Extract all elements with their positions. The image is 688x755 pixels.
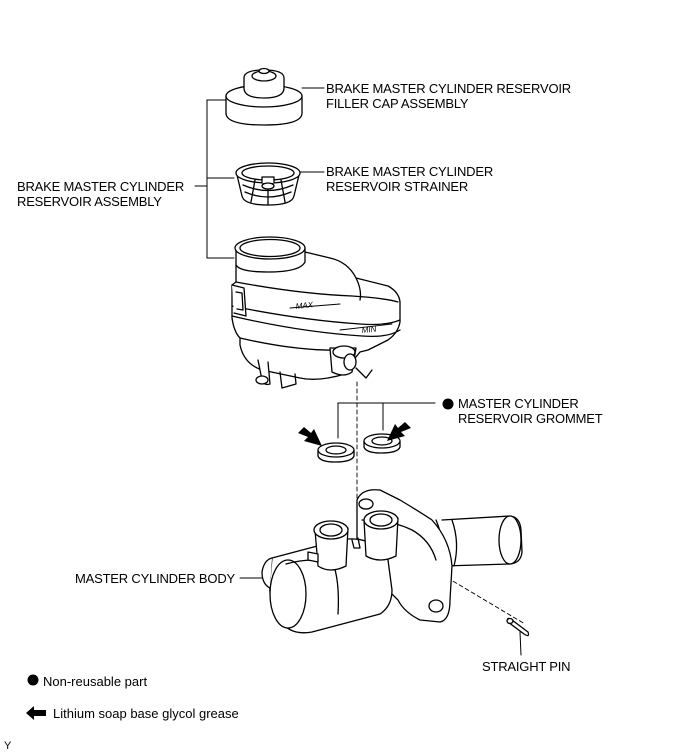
label-master-cylinder-body: MASTER CYLINDER BODY — [75, 571, 235, 586]
label-filler-cap: BRAKE MASTER CYLINDER RESERVOIR FILLER C… — [326, 81, 571, 111]
corner-mark: Y — [4, 740, 12, 752]
grease-arrow-left — [298, 427, 322, 446]
reservoir-grommet-left — [317, 442, 355, 463]
filler-cap-assembly — [225, 67, 303, 126]
leader-lines — [239, 87, 522, 656]
legend-non-reusable-text: Non-reusable part — [43, 674, 148, 689]
legend-grease-text: Lithium soap base glycol grease — [53, 706, 239, 721]
min-mark: MIN — [361, 324, 377, 335]
reservoir-strainer — [235, 162, 301, 206]
max-mark: MAX — [295, 300, 314, 311]
reservoir-assembly-bracket — [194, 99, 235, 259]
label-reservoir-assembly: BRAKE MASTER CYLINDER RESERVOIR ASSEMBLY — [17, 179, 185, 209]
label-grommet: MASTER CYLINDER RESERVOIR GROMMET — [458, 396, 603, 426]
straight-pin — [506, 617, 530, 637]
label-strainer: BRAKE MASTER CYLINDER RESERVOIR STRAINER — [326, 164, 494, 194]
master-cylinder-body — [261, 489, 523, 634]
non-reusable-dot-icon — [442, 398, 454, 410]
legend-grease-arrow-icon — [26, 706, 46, 720]
legend-non-reusable-icon — [27, 674, 39, 686]
grommet-leader — [337, 402, 436, 439]
reservoir-tank — [231, 236, 401, 389]
label-straight-pin: STRAIGHT PIN — [482, 659, 571, 674]
grease-arrow-right — [387, 422, 411, 441]
